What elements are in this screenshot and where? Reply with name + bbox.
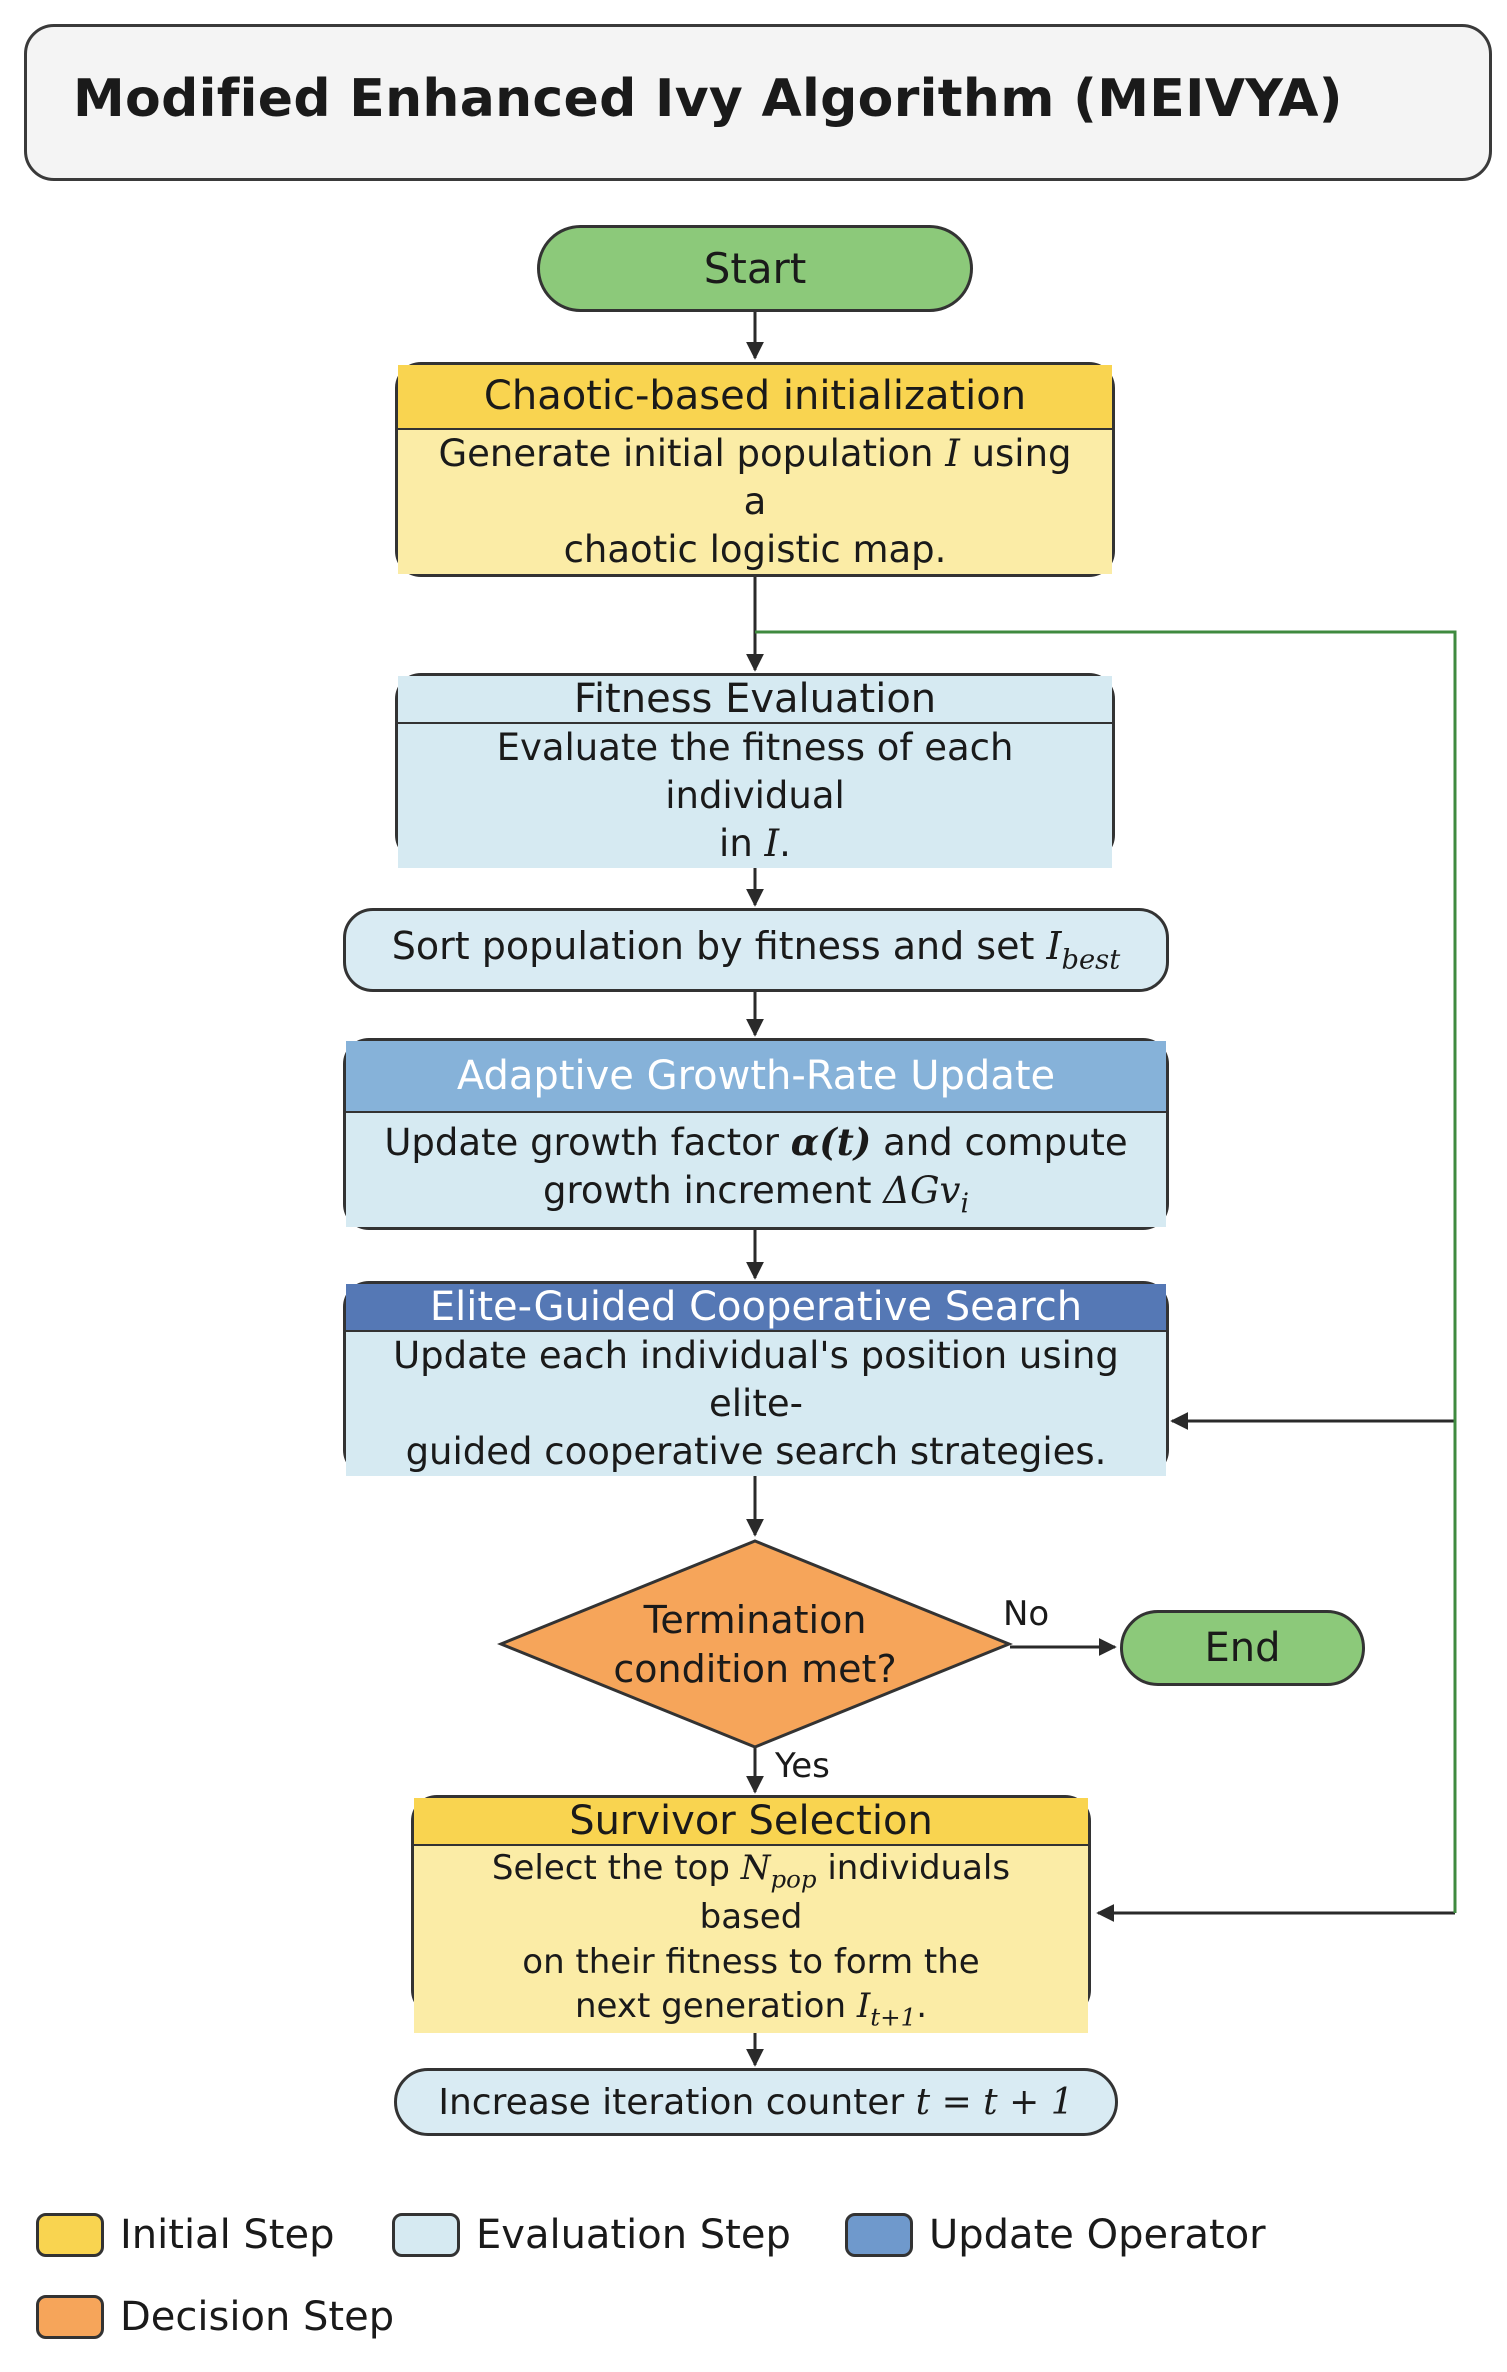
- fitness-header: Fitness Evaluation: [398, 676, 1112, 724]
- start-node: Start: [537, 225, 973, 312]
- start-label: Start: [703, 244, 807, 293]
- sort-label: Sort population by fitness and set Ibest: [391, 924, 1121, 976]
- loop-line: [755, 630, 1457, 1913]
- init-body: Generate initial population I using a ch…: [398, 429, 1112, 574]
- legend-swatch-update: [845, 2213, 913, 2257]
- elite-header: Elite-Guided Cooperative Search: [346, 1284, 1166, 1332]
- growth-header: Adaptive Growth-Rate Update: [346, 1041, 1166, 1113]
- legend-label-update: Update Operator: [929, 2212, 1266, 2258]
- legend-label-initial: Initial Step: [120, 2212, 335, 2258]
- legend-label-decision: Decision Step: [120, 2294, 395, 2340]
- init-line-2: chaotic logistic map.: [563, 527, 947, 571]
- fitness-line-1: Evaluate the fitness of each individual: [496, 726, 1014, 818]
- growth-node: Adaptive Growth-Rate Update Update growt…: [343, 1038, 1169, 1230]
- counter-node: Increase iteration counter t = t + 1: [394, 2068, 1118, 2136]
- legend-item-update: Update Operator: [845, 2212, 1266, 2258]
- elite-line-2: guided cooperative search strategies.: [405, 1430, 1107, 1474]
- survivor-line-2: on their fitness to form the: [522, 1941, 980, 1982]
- init-header: Chaotic-based initialization: [398, 365, 1112, 430]
- title-box: Modified Enhanced Ivy Algorithm (MEIVYA): [24, 24, 1492, 181]
- elite-body: Update each individual's position using …: [346, 1332, 1166, 1477]
- survivor-header: Survivor Selection: [414, 1798, 1088, 1846]
- legend-swatch-decision: [36, 2295, 104, 2339]
- legend-item-initial: Initial Step: [36, 2212, 334, 2258]
- survivor-node: Survivor Selection Select the top Npop i…: [411, 1795, 1091, 2034]
- legend-item-decision: Decision Step: [36, 2294, 394, 2340]
- counter-label: Increase iteration counter t = t + 1: [438, 2081, 1074, 2123]
- decision-text: Termination condition met?: [558, 1570, 952, 1720]
- elite-line-1: Update each individual's position using …: [393, 1334, 1119, 1426]
- diagram-title: Modified Enhanced Ivy Algorithm (MEIVYA): [73, 69, 1343, 129]
- decision-diamond: [497, 1539, 1013, 1749]
- growth-line-2: growth increment ΔGvi: [543, 1169, 969, 1220]
- sort-node: Sort population by fitness and set Ibest: [343, 908, 1169, 992]
- survivor-line-3: next generation It+1.: [574, 1985, 927, 2032]
- fitness-node: Fitness Evaluation Evaluate the fitness …: [395, 673, 1115, 869]
- yes-label: Yes: [775, 1746, 830, 1786]
- legend-label-evaluation: Evaluation Step: [476, 2212, 791, 2258]
- growth-line-1: Update growth factor α(t) and compute: [384, 1119, 1128, 1164]
- decision-line-1: Termination: [643, 1597, 867, 1642]
- fitness-line-2: in I.: [719, 822, 791, 866]
- legend-swatch-evaluation: [392, 2213, 460, 2257]
- survivor-line-1: Select the top Npop individuals based: [491, 1848, 1011, 1938]
- growth-body: Update growth factor α(t) and compute gr…: [346, 1113, 1166, 1227]
- decision-line-2: condition met?: [613, 1647, 897, 1691]
- survivor-body: Select the top Npop individuals based on…: [414, 1846, 1088, 2034]
- legend-swatch-initial: [36, 2213, 104, 2257]
- end-label: End: [1204, 1625, 1281, 1671]
- legend-item-evaluation: Evaluation Step: [392, 2212, 791, 2258]
- init-node: Chaotic-based initialization Generate in…: [395, 362, 1115, 577]
- init-line-1: Generate initial population I using a: [438, 431, 1072, 523]
- elite-node: Elite-Guided Cooperative Search Update e…: [343, 1281, 1169, 1477]
- fitness-body: Evaluate the fitness of each individual …: [398, 724, 1112, 869]
- end-node: End: [1120, 1610, 1365, 1686]
- no-label: No: [1003, 1594, 1050, 1634]
